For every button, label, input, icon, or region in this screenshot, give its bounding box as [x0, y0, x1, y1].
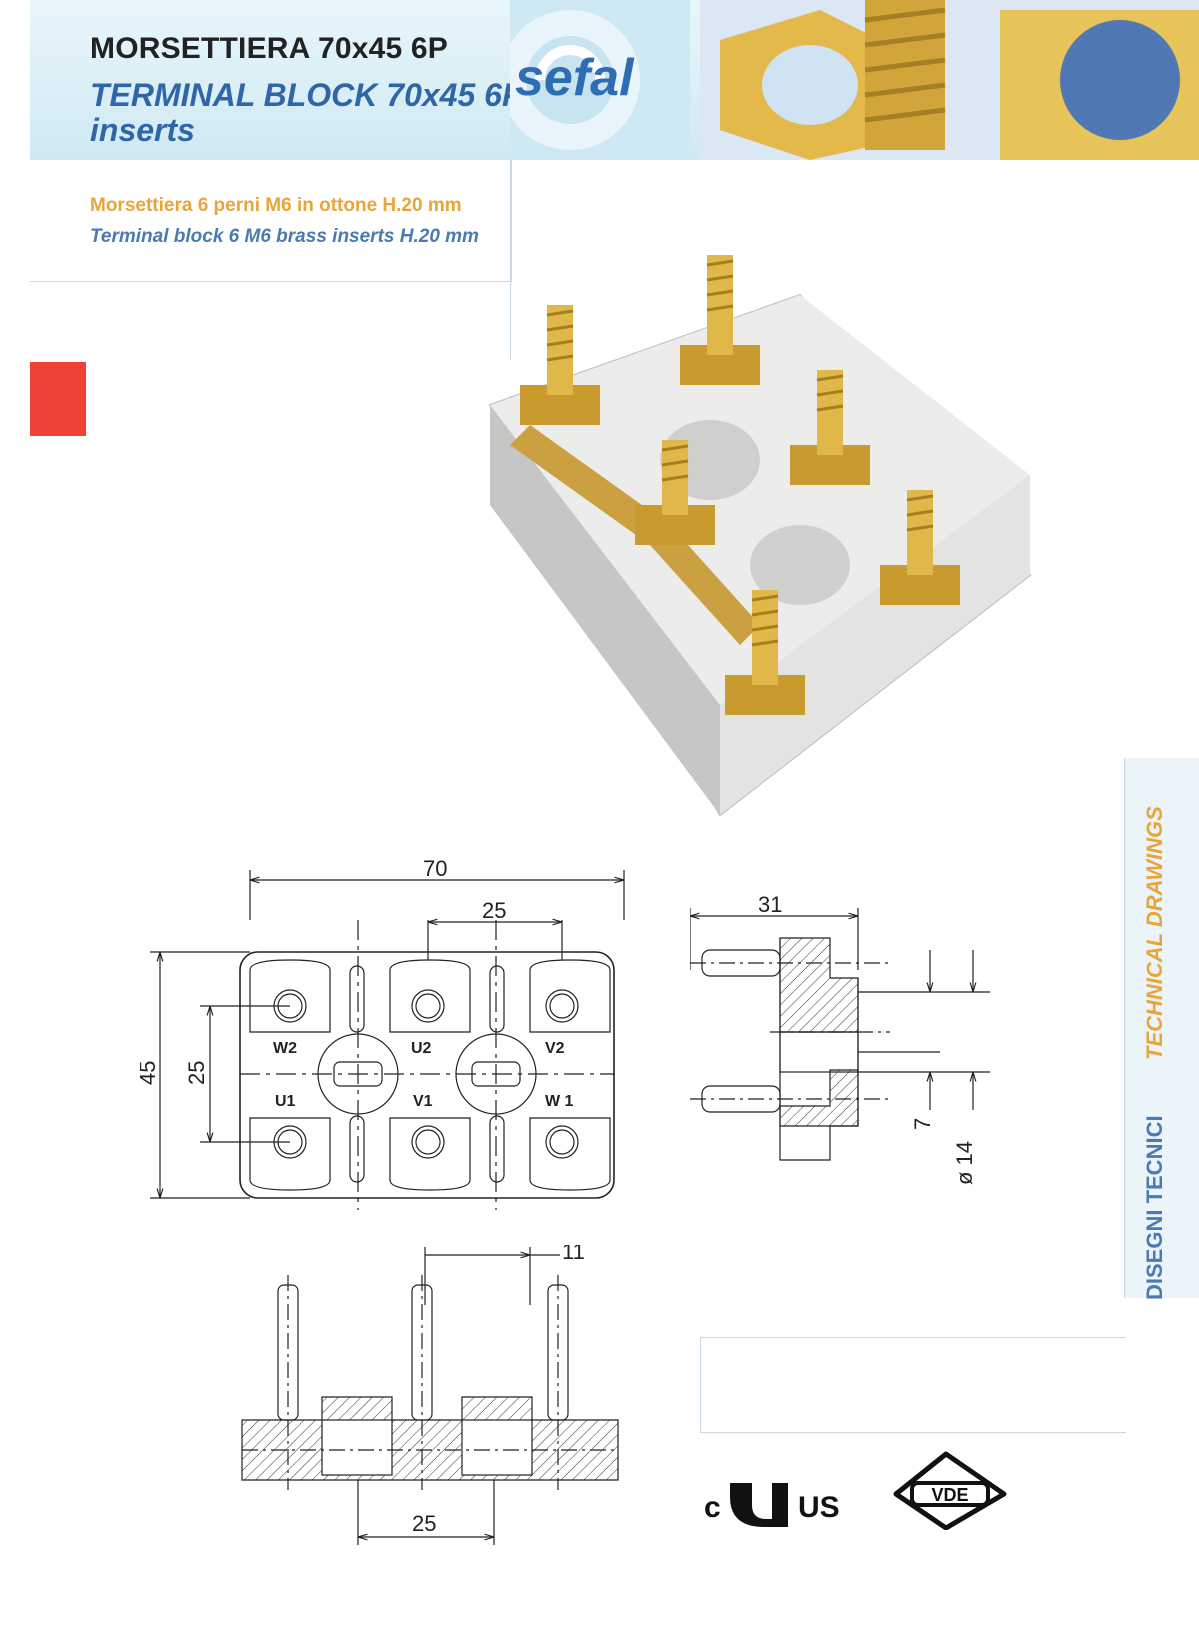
dim-70: 70: [423, 860, 447, 881]
label-u2: U2: [411, 1040, 432, 1057]
label-w1: W 1: [545, 1093, 574, 1110]
red-marker: [30, 362, 86, 436]
front-section-drawing: 11 25: [241, 1245, 619, 1545]
dim-7: 7: [910, 1118, 935, 1130]
vde-text: VDE: [931, 1485, 968, 1505]
dim-25-left: 25: [184, 1061, 209, 1085]
label-v1: V1: [413, 1093, 433, 1110]
side-tab-label-italian: DISEGNI TECNICI: [1142, 1115, 1167, 1300]
side-tab-label-english: TECHNICAL DRAWINGS: [1142, 806, 1167, 1060]
title-english: TERMINAL BLOCK 70x45 6P: [90, 77, 524, 113]
label-u1: U1: [275, 1093, 296, 1110]
dim-25-top: 25: [482, 898, 506, 923]
brass-stud-group: [520, 255, 960, 715]
title-english-line2: inserts: [90, 112, 195, 148]
side-tab-border: [1124, 758, 1125, 1298]
ul-c-letter: c: [704, 1491, 721, 1524]
label-w2: W2: [273, 1040, 297, 1057]
dim-11: 11: [562, 1245, 585, 1264]
subtitle-italian: Morsettiera 6 perni M6 in ottone H.20 mm: [90, 195, 462, 216]
notes-box: [700, 1337, 1126, 1433]
title-italian: MORSETTIERA 70x45 6P: [90, 32, 449, 65]
ul-us-letters: US: [798, 1491, 840, 1524]
subtitle-english: Terminal block 6 M6 brass inserts H.20 m…: [90, 226, 479, 247]
dim-31: 31: [758, 892, 782, 917]
vde-certification-icon: VDE: [893, 1451, 1007, 1530]
brand-logo-swirl-icon: [510, 0, 690, 160]
dim-dia-14: ø 14: [952, 1141, 977, 1185]
side-section-drawing: 31 7 ø 14: [690, 892, 990, 1185]
top-view-drawing: 70 25 45 25 W2 U2 V2 U1 V1 W 1: [140, 860, 625, 1210]
product-photo: [488, 255, 1032, 817]
dim-25-bottom: 25: [412, 1511, 436, 1536]
dim-45: 45: [140, 1061, 160, 1085]
brass-parts-photo-strip: [700, 0, 1199, 160]
label-v2: V2: [545, 1040, 565, 1057]
ul-certification-icon: c US: [704, 1483, 840, 1527]
side-tab-panel: [1125, 758, 1199, 1298]
brand-name: sefal: [515, 49, 634, 107]
frame-divider: [510, 160, 511, 360]
